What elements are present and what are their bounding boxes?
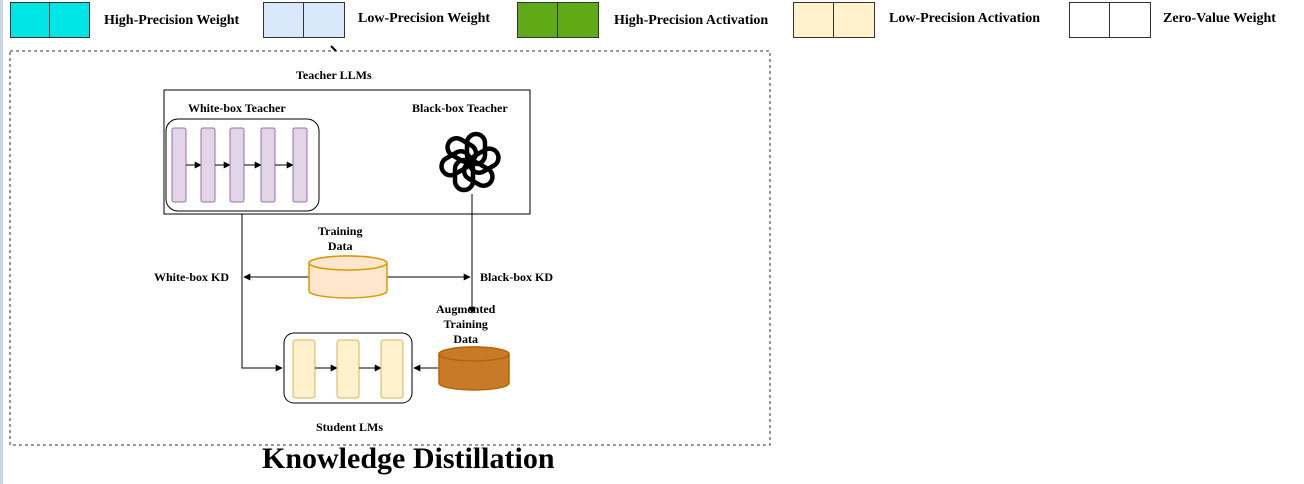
legend-swatch-low-precision-activation: [793, 2, 875, 38]
legend-swatch-low-precision-weight: [263, 2, 345, 38]
augmented-data-db-icon: [438, 346, 510, 391]
teacher-layers: [171, 127, 308, 203]
teacher-layer: [200, 127, 216, 203]
legend-label-high-precision-weight: High-Precision Weight: [104, 13, 240, 28]
black-box-teacher-label: Black-box Teacher: [412, 101, 508, 115]
legend-swatch-high-precision-weight: [10, 2, 90, 38]
training-data-label: Training Data: [318, 224, 363, 253]
legend-swatch-high-precision-activation: [517, 2, 599, 38]
student-layer: [292, 339, 316, 399]
student-layer: [380, 339, 404, 399]
student-lms-label: Student LMs: [316, 420, 384, 434]
white-box-teacher-label: White-box Teacher: [188, 101, 286, 115]
kd-frame: [9, 50, 771, 446]
left-edge-strip: [0, 0, 3, 484]
legend-label-low-precision-activation: Low-Precision Activation: [889, 11, 1041, 26]
student-layers: [292, 339, 404, 399]
training-data-db-icon: [308, 255, 388, 299]
legend-label-high-precision-activation: High-Precision Activation: [614, 13, 769, 28]
teacher-layer: [229, 127, 245, 203]
teacher-layer: [171, 127, 187, 203]
openai-logo-icon: [439, 131, 501, 193]
teacher-layer: [260, 127, 276, 203]
white-box-kd-label: White-box KD: [154, 270, 229, 284]
legend-swatch-zero-value-weight: [1069, 2, 1151, 38]
augmented-data-label: Augmented Training Data: [436, 302, 496, 346]
teacher-llms-label: Teacher LLMs: [296, 68, 372, 82]
white-box-kd-line: [241, 214, 283, 372]
student-layer: [336, 339, 360, 399]
legend-label-low-precision-weight: Low-Precision Weight: [358, 11, 491, 26]
teacher-layer: [292, 127, 308, 203]
legend-label-zero-value-weight: Zero-Value Weight: [1163, 11, 1276, 26]
black-box-kd-label: Black-box KD: [480, 270, 554, 284]
figure-caption: Knowledge Distillation: [262, 442, 555, 475]
frame-top-mark: [330, 45, 337, 52]
